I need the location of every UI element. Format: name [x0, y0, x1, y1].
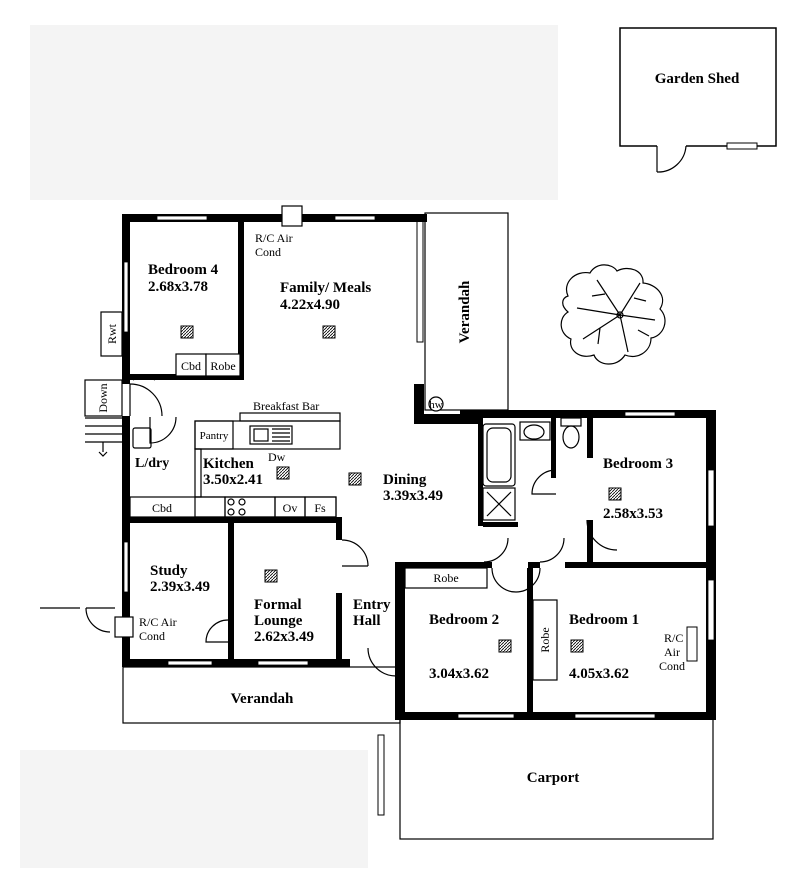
air-conditioner-bedroom1: [686, 626, 698, 662]
robes: Robe Robe: [404, 567, 558, 681]
bedroom1-size: 4.05x3.62: [569, 666, 629, 682]
bedroom3-size: 2.58x3.53: [603, 506, 663, 522]
dining-marker: [348, 472, 362, 486]
laundry-label: L/dry: [135, 456, 169, 471]
rc-air-top-label-2: Cond: [255, 245, 281, 259]
lounge-name-2: Lounge: [254, 613, 303, 629]
shaded-block-bottom-left: [20, 750, 368, 868]
tree-icon: [560, 264, 666, 365]
hw-label: hw: [429, 399, 443, 411]
rc-air-bed1-label-1: R/C: [664, 631, 683, 645]
laundry-trough-icon: [132, 427, 152, 449]
bedroom3-marker: [608, 487, 622, 501]
bedroom4-size: 2.68x3.78: [148, 279, 208, 295]
bedroom3-name: Bedroom 3: [603, 456, 673, 472]
down-label: Down: [96, 383, 110, 412]
kitchen-size: 3.50x2.41: [203, 472, 263, 488]
bedroom4-name: Bedroom 4: [148, 262, 219, 278]
rwt-label: Rwt: [105, 323, 119, 344]
cbd-bed4-label: Cbd: [181, 359, 201, 373]
carport: Carport: [377, 716, 714, 840]
bedroom2-size: 3.04x3.62: [429, 666, 489, 682]
bedroom4-marker: [180, 325, 194, 339]
carport-label: Carport: [527, 770, 580, 786]
verandah-east-label: Verandah: [457, 280, 473, 343]
garden-shed: Garden Shed: [619, 27, 777, 173]
doors: [40, 376, 618, 677]
rc-air-top-label-1: R/C Air: [255, 231, 293, 245]
family-size: 4.22x4.90: [280, 297, 340, 313]
verandah-south: Verandah: [122, 666, 401, 724]
breakfast-bar-label: Breakfast Bar: [253, 399, 319, 413]
rc-air-study-label-2: Cond: [139, 629, 165, 643]
hot-water-unit: [428, 396, 444, 412]
dishwasher-label: Dw: [268, 450, 286, 464]
cbd-kitchen-label: Cbd: [152, 501, 172, 515]
air-conditioner-study: [114, 616, 134, 638]
shaded-block-top-left: [30, 25, 558, 200]
rc-air-bed1-label-3: Cond: [659, 659, 685, 673]
rainwater-tank: Rwt: [100, 311, 123, 357]
bedroom2-name: Bedroom 2: [429, 612, 499, 628]
fridge-space-label: Fs: [314, 501, 326, 515]
lounge-size: 2.62x3.49: [254, 629, 314, 645]
down-steps: Down: [84, 379, 123, 457]
pantry-label: Pantry: [200, 430, 229, 442]
bedroom2-marker: [498, 639, 512, 653]
dining-name: Dining: [383, 472, 427, 488]
lounge-name-1: Formal: [254, 597, 301, 613]
lounge-marker: [264, 569, 278, 583]
bedroom4-storage: Cbd Robe: [175, 353, 241, 377]
air-conditioner-top: [281, 205, 303, 227]
dishwasher-icon: [276, 466, 290, 480]
bathroom-fixtures: [482, 417, 582, 521]
interior-walls: [130, 222, 710, 718]
bedroom1-name: Bedroom 1: [569, 612, 639, 628]
entry-hall-label-1: Entry: [353, 597, 391, 613]
rc-air-bed1-label-2: Air: [664, 645, 680, 659]
verandah-east: Verandah: [416, 212, 509, 411]
verandah-south-label: Verandah: [231, 691, 294, 707]
family-marker: [322, 325, 336, 339]
robe-bed4-label: Robe: [210, 359, 235, 373]
room-labels: Bedroom 4 2.68x3.78 Family/ Meals 4.22x4…: [135, 262, 673, 682]
robe-bed1-label: Robe: [538, 627, 552, 652]
robe-bed2-label: Robe: [433, 571, 458, 585]
bedroom1-marker: [570, 639, 584, 653]
kitchen-benches: [129, 412, 341, 518]
kitchen-name: Kitchen: [203, 456, 254, 472]
family-name: Family/ Meals: [280, 280, 371, 296]
entry-hall-label-2: Hall: [353, 613, 381, 629]
oven-label: Ov: [283, 501, 298, 515]
study-size: 2.39x3.49: [150, 579, 210, 595]
windows: [123, 215, 715, 719]
dining-size: 3.39x3.49: [383, 488, 443, 504]
study-name: Study: [150, 563, 188, 579]
rc-air-study-label-1: R/C Air: [139, 615, 177, 629]
garden-shed-label: Garden Shed: [655, 71, 740, 87]
